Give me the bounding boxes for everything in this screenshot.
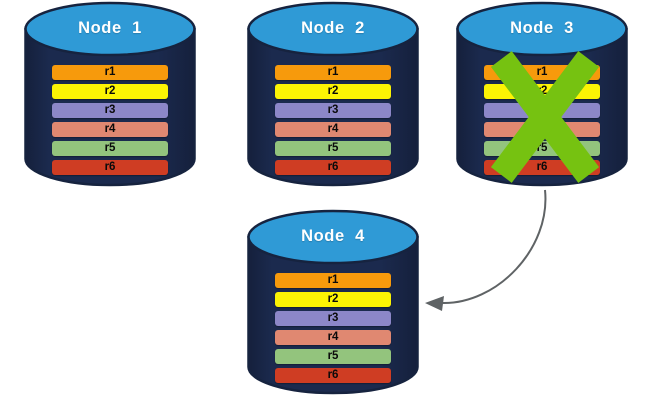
data-row: r3 xyxy=(52,103,168,118)
data-row-label: r1 xyxy=(104,65,116,78)
arrow-path xyxy=(440,189,547,305)
data-row-label: r6 xyxy=(327,160,339,173)
arrow-head xyxy=(425,296,444,311)
data-row: r4 xyxy=(275,330,391,345)
cylinder-top-disc xyxy=(456,1,628,57)
data-row-label: r6 xyxy=(536,160,548,173)
data-row: r3 xyxy=(275,311,391,326)
data-row-label: r3 xyxy=(327,311,339,324)
data-row: r5 xyxy=(52,141,168,156)
data-row-label: r4 xyxy=(327,122,339,135)
data-row-label: r5 xyxy=(104,141,116,154)
data-row: r2 xyxy=(484,84,600,99)
data-row: r6 xyxy=(52,160,168,175)
data-row-label: r1 xyxy=(327,65,339,78)
data-row: r3 xyxy=(275,103,391,118)
row-stack-node2: r1 r2 r3 r4 r5 r6 xyxy=(247,65,419,175)
data-row-label: r5 xyxy=(327,349,339,362)
data-row-label: r6 xyxy=(104,160,116,173)
data-row: r2 xyxy=(52,84,168,99)
row-stack-node1: r1 r2 r3 r4 r5 r6 xyxy=(24,65,196,175)
data-row: r5 xyxy=(484,141,600,156)
data-row: r1 xyxy=(484,65,600,80)
data-row-label: r3 xyxy=(536,103,548,116)
data-row-label: r2 xyxy=(327,84,339,97)
data-row-label: r5 xyxy=(327,141,339,154)
data-row: r6 xyxy=(275,160,391,175)
data-row: r1 xyxy=(52,65,168,80)
data-row: r1 xyxy=(275,273,391,288)
data-row-label: r3 xyxy=(104,103,116,116)
data-row: r6 xyxy=(484,160,600,175)
cylinder-top-disc xyxy=(24,1,196,57)
data-row-label: r4 xyxy=(327,330,339,343)
data-row-label: r4 xyxy=(536,122,548,135)
data-row: r6 xyxy=(275,368,391,383)
data-row: r1 xyxy=(275,65,391,80)
data-row: r4 xyxy=(484,122,600,137)
data-row-label: r5 xyxy=(536,141,548,154)
data-row-label: r2 xyxy=(327,292,339,305)
data-row-label: r2 xyxy=(536,84,548,97)
data-row: r5 xyxy=(275,349,391,364)
data-row: r5 xyxy=(275,141,391,156)
row-stack-node3: r1 r2 r3 r4 r5 r6 xyxy=(456,65,628,175)
cylinder-top-disc xyxy=(247,1,419,57)
data-row: r2 xyxy=(275,292,391,307)
data-row-label: r4 xyxy=(104,122,116,135)
data-row: r2 xyxy=(275,84,391,99)
data-row: r3 xyxy=(484,103,600,118)
data-row-label: r3 xyxy=(327,103,339,116)
data-row: r4 xyxy=(275,122,391,137)
data-row-label: r1 xyxy=(536,65,548,78)
data-row-label: r1 xyxy=(327,273,339,286)
data-row-label: r6 xyxy=(327,368,339,381)
cylinder-top-disc xyxy=(247,209,419,265)
data-row: r4 xyxy=(52,122,168,137)
row-stack-node4: r1 r2 r3 r4 r5 r6 xyxy=(247,273,419,383)
data-row-label: r2 xyxy=(104,84,116,97)
